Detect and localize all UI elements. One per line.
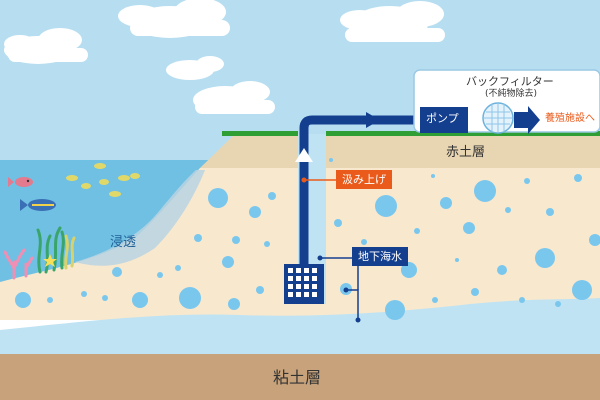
- infiltration-label: 浸透: [110, 235, 137, 250]
- bag-filter-icon: [482, 102, 514, 134]
- clay-layer: [0, 354, 600, 400]
- coral-icon: [3, 248, 34, 280]
- leader-dot: [355, 317, 361, 323]
- groundwater-label: 地下海水: [352, 247, 408, 266]
- arrow-icon: [514, 106, 540, 134]
- pipe: [299, 115, 480, 264]
- cloud-icon: [340, 1, 445, 42]
- arrow-icon: [295, 148, 313, 162]
- groundwater-band: [0, 298, 600, 356]
- red-soil-layer-label: 赤土層: [446, 145, 486, 160]
- clay-layer-label: 粘土層: [273, 368, 322, 387]
- pump-label: ポンプ: [426, 112, 459, 125]
- cloud-icon: [118, 0, 230, 38]
- infiltration-zone: [75, 170, 205, 266]
- bag-filter-label: バックフィルター: [466, 75, 554, 88]
- grass-line: [222, 131, 298, 136]
- cloud-icon: [4, 28, 88, 64]
- red-soil-layer: [200, 134, 298, 168]
- to-farm-label: 養殖施設へ: [545, 113, 595, 124]
- fish-icon: [66, 163, 140, 197]
- bag-filter-note: (不純物除去): [485, 89, 538, 99]
- leader-lines: [320, 257, 359, 320]
- pump-block: [420, 107, 468, 133]
- cloud-icon: [166, 56, 224, 80]
- leader-dot: [343, 287, 349, 293]
- grass-line: [326, 131, 600, 136]
- seaweed-icon: [64, 234, 76, 270]
- arrow-icon: [366, 112, 380, 128]
- well-screen-grid: [288, 268, 317, 297]
- seaweed-icon: [36, 226, 65, 274]
- red-soil-layer: [326, 134, 600, 168]
- leader-dot: [301, 177, 307, 183]
- pump-up-label: 汲み上げ: [336, 170, 392, 189]
- fish-icon: [20, 199, 56, 211]
- groundwater-bubbles: [15, 158, 600, 320]
- fish-icon: [8, 177, 33, 187]
- starfish-icon: [43, 254, 57, 267]
- cloud-icon: [193, 81, 275, 114]
- leader-dot: [317, 255, 323, 261]
